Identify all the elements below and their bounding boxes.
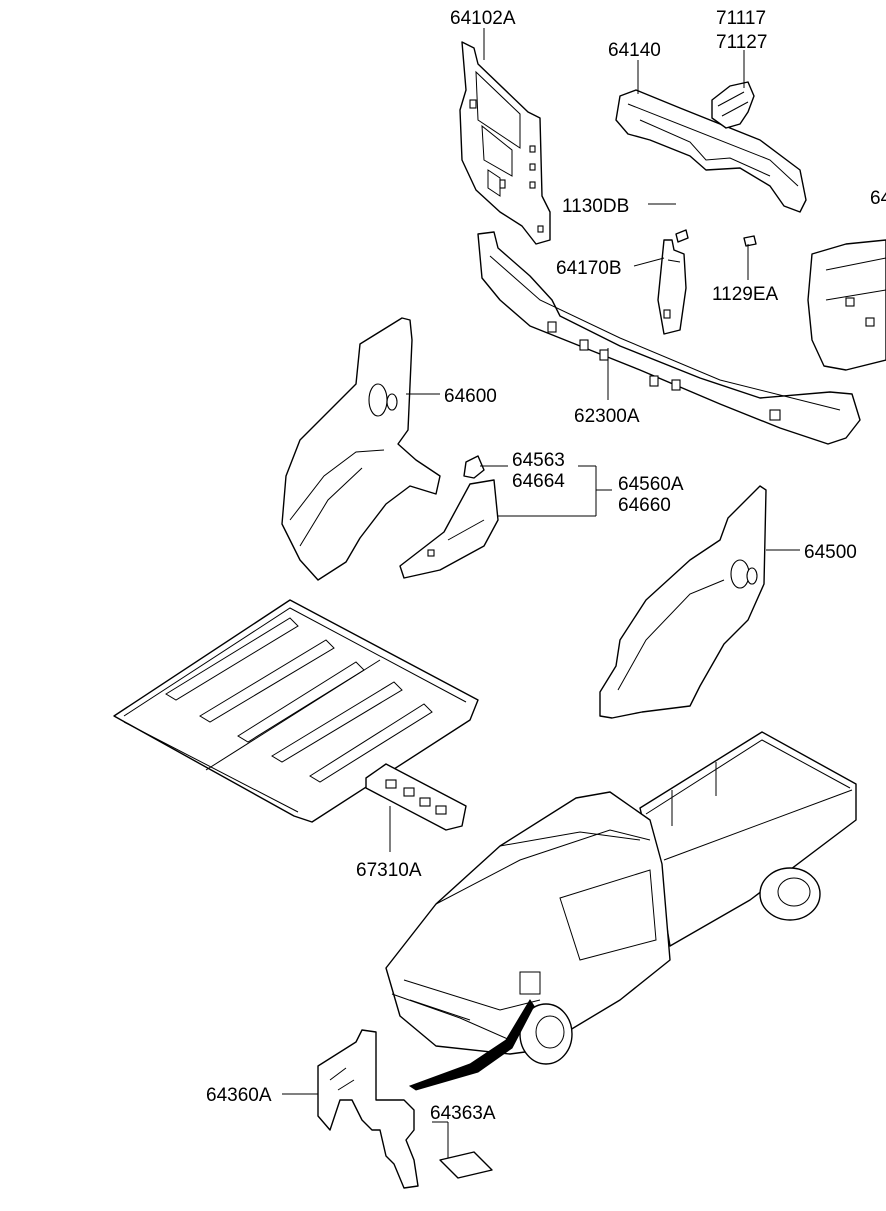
part-62300A-carrier xyxy=(477,231,861,445)
part-1130DB-bolt xyxy=(675,229,689,243)
callout-arrow xyxy=(408,999,535,1091)
label-64360A: 64360A xyxy=(206,1085,272,1106)
vehicle-truck xyxy=(385,731,857,1065)
label-71127: 71127 xyxy=(716,32,767,53)
label-64563: 64563 xyxy=(512,450,565,471)
part-64560A-side-member xyxy=(399,479,499,579)
part-64360A-insulator xyxy=(317,1029,419,1189)
label-64170B: 64170B xyxy=(556,258,622,279)
label-64102A: 64102A xyxy=(450,8,516,29)
leader-lines xyxy=(282,28,800,1158)
part-71117-bracket xyxy=(711,81,755,129)
label-64660: 64660 xyxy=(618,495,671,516)
label-64664: 64664 xyxy=(512,471,565,492)
label-64363A: 64363A xyxy=(430,1103,496,1124)
part-67310A-crossmember xyxy=(365,763,467,831)
label-64500: 64500 xyxy=(804,542,857,563)
label-64560A: 64560A xyxy=(618,474,684,495)
part-64500-fender-apron xyxy=(599,485,767,719)
label-64600: 64600 xyxy=(444,386,497,407)
part-64600-fender-apron xyxy=(281,317,441,581)
label-64-cut: 64 xyxy=(870,188,886,209)
part-64363A-pad xyxy=(439,1151,493,1179)
label-1129EA: 1129EA xyxy=(712,284,779,305)
part-64170B-stay xyxy=(657,239,687,335)
part-labels: 64102A 71117 71127 64140 64 1130DB 64170… xyxy=(206,8,886,1124)
part-right-panel-partial xyxy=(807,239,886,371)
part-64563-bracket xyxy=(463,455,485,479)
label-62300A: 62300A xyxy=(574,406,640,427)
label-67310A: 67310A xyxy=(356,860,422,881)
part-64140-cowl-crossmember xyxy=(615,89,807,213)
label-71117: 71117 xyxy=(716,8,766,29)
part-1129EA-bolt xyxy=(743,235,757,247)
label-64140: 64140 xyxy=(608,40,661,61)
part-64102A-dash-panel xyxy=(459,41,551,245)
label-1130DB: 1130DB xyxy=(562,196,629,217)
